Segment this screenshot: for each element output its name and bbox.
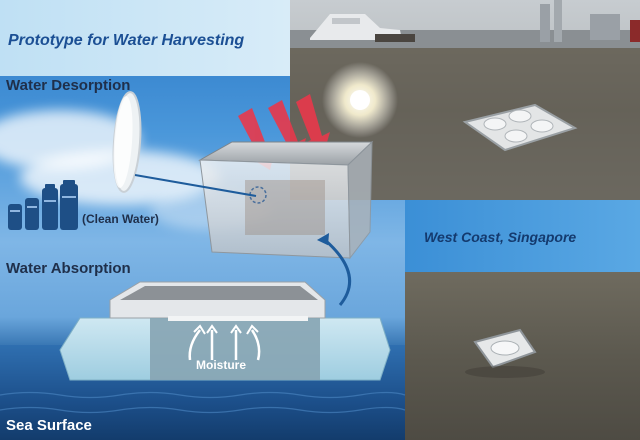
desorption-chamber [198,140,374,260]
moisture-arrows-icon [188,324,261,361]
page-title: Prototype for Water Harvesting [8,32,245,49]
sea-surface-label: Sea Surface [6,417,92,434]
photo-device-closeup [405,272,640,440]
clean-water-label: (Clean Water) [82,212,159,226]
location-caption: West Coast, Singapore [424,229,577,245]
lens-icon [112,91,142,193]
caption-band [405,200,640,272]
water-desorption-label: Water Desorption [6,77,131,94]
photo-device-scene [465,328,545,378]
water-bottles-icon [8,180,78,230]
absorption-device [59,281,391,381]
moisture-label: Moisture [196,358,247,372]
water-absorption-label: Water Absorption [6,260,131,277]
connector-line [134,174,257,197]
sun-icon [322,62,398,138]
transfer-arrow [324,238,352,306]
title-band [0,0,290,76]
transfer-arrowhead [316,233,330,246]
sea-waves [0,391,406,414]
